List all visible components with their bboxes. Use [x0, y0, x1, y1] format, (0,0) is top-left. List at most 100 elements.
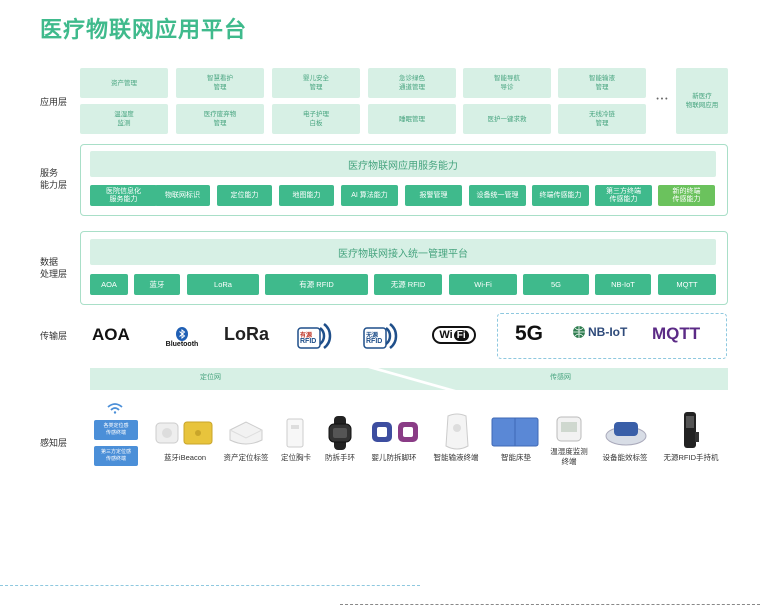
- humidity-monitor-image: [556, 416, 582, 442]
- app-box-line2: 白板: [309, 120, 323, 127]
- app-box-line1: 无线冷链: [589, 111, 615, 118]
- service-item-line2: 传感能力: [672, 195, 701, 203]
- app-box-emergency: 急诊绿色通道管理: [368, 68, 456, 98]
- layer-label-data-line1: 数据: [40, 257, 59, 267]
- service-item: 第三方终端传感能力: [595, 185, 652, 206]
- service-item-line1: 终端传感能力: [539, 191, 582, 199]
- device-caption-line2: 终端: [561, 457, 577, 466]
- device-caption-wristband: 防拆手环: [320, 453, 360, 463]
- wristband-image: [326, 416, 354, 450]
- rfid-waves-icon: [297, 323, 332, 349]
- device-caption-ibeacon: 蓝牙iBeacon: [150, 453, 220, 463]
- app-box-line1: 新医疗: [692, 93, 712, 100]
- globe-icon: [573, 326, 585, 338]
- rfid-waves-icon: [363, 323, 398, 349]
- service-item: 物联网标识: [155, 185, 210, 206]
- device-caption-line1: 智能输液终端: [433, 453, 479, 462]
- band-sensing: 传感网: [550, 374, 571, 381]
- layer-label-data-line2: 处理层: [40, 269, 68, 279]
- app-box-new: 新医疗物联网应用: [676, 68, 728, 134]
- service-item: 地图能力: [279, 185, 334, 206]
- protocol-5g: 5G: [523, 274, 589, 295]
- divider-dashed: [0, 585, 420, 586]
- protocol-mqtt: MQTT: [658, 274, 716, 295]
- smart-mattress-image: [490, 416, 540, 448]
- app-box-line2: 监测: [117, 120, 131, 127]
- service-header: 医疗物联网应用服务能力: [90, 151, 716, 177]
- protocol-aoa: AOA: [90, 274, 128, 295]
- infusion-terminal-image: [442, 412, 472, 452]
- app-box-line1: 电子护理: [303, 111, 329, 118]
- device-caption-humidity: 温湿度监测终端: [542, 447, 596, 467]
- app-box-sos: 医护一键求救: [463, 104, 551, 134]
- device-caption-line1: 温湿度监测: [550, 447, 588, 456]
- device-caption-line1: 无源RFID手持机: [663, 453, 719, 462]
- app-box-infusion: 智能输液管理: [558, 68, 646, 98]
- device-caption-rfid-handheld: 无源RFID手持机: [658, 453, 724, 463]
- asset-tag-image: [226, 418, 266, 448]
- app-box-asset: 资产管理: [80, 68, 168, 98]
- passive-rfid-logo: 无源 RFID: [362, 320, 398, 352]
- app-box-line1: 急诊绿色: [399, 75, 425, 82]
- service-item: 设备统一管理: [469, 185, 526, 206]
- app-box-line2: 管理: [213, 120, 227, 127]
- app-box-line2: 管理: [309, 84, 323, 91]
- app-box-humidity: 温湿度监测: [80, 104, 168, 134]
- protocol-passive-rfid: 无源 RFID: [374, 274, 442, 295]
- mini-box-line2: 传感终端: [105, 430, 126, 436]
- app-box-line2: 管理: [595, 120, 609, 127]
- wifi-text-w: Wi: [439, 329, 453, 341]
- layer-label-app: 应用层: [40, 97, 68, 107]
- badge-card-image: [286, 417, 304, 449]
- app-box-line1: 医疗废弃物: [203, 111, 237, 118]
- bluetooth-text: Bluetooth: [165, 340, 199, 348]
- app-box-line2: 物联网应用: [685, 102, 719, 109]
- mini-box-positioning-terminal: 各类定位感传感终端: [94, 420, 138, 440]
- protocol-lora: LoRa: [187, 274, 259, 295]
- wifi-signal-icon: [106, 401, 124, 419]
- data-header: 医疗物联网接入统一管理平台: [90, 239, 716, 265]
- service-item-line1: 物联网标识: [165, 191, 200, 199]
- app-box-line1: 婴儿安全: [303, 75, 329, 82]
- rfid-handheld-image: [680, 410, 700, 450]
- app-box-line2: 导诊: [500, 84, 514, 91]
- infant-anklet-image: [370, 418, 420, 446]
- protocol-active-rfid: 有源 RFID: [265, 274, 368, 295]
- app-box-navigation: 智能导航导诊: [463, 68, 551, 98]
- service-item: 报警管理: [405, 185, 462, 206]
- service-item: 终端传感能力: [532, 185, 589, 206]
- app-box-coldchain: 无线冷链管理: [558, 104, 646, 134]
- protocol-wifi: Wi-Fi: [449, 274, 517, 295]
- app-box-line1: 医护一键求救: [487, 115, 527, 123]
- band-positioning: 定位网: [200, 374, 221, 381]
- wifi-text-fi: Fi: [453, 329, 469, 341]
- service-item-new: 新的终端传感能力: [658, 185, 715, 206]
- app-box-line1: 智能导航: [494, 75, 520, 82]
- service-item-line1: 定位能力: [230, 191, 259, 199]
- device-caption-infusion: 智能输液终端: [428, 453, 484, 463]
- device-caption-mattress: 智能床垫: [494, 453, 538, 463]
- active-rfid-logo: 有源 RFID: [296, 320, 332, 352]
- page-title: 医疗物联网应用平台: [40, 17, 248, 42]
- app-box-line1: 资产管理: [111, 79, 137, 87]
- service-item-line2: 传感能力: [609, 195, 638, 203]
- lora-logo: LoRa: [224, 324, 269, 344]
- layer-label-transport: 传输层: [40, 331, 68, 341]
- app-box-line1: 温湿度: [114, 111, 134, 118]
- bluetooth-icon: [176, 326, 188, 341]
- protocol-bluetooth: 蓝牙: [134, 274, 180, 295]
- mqtt-logo: MQTT: [652, 324, 701, 343]
- device-caption-line1: 智能床垫: [501, 453, 531, 462]
- service-item: 定位能力: [217, 185, 272, 206]
- device-caption-energy-tag: 设备能效标签: [598, 453, 652, 463]
- layer-label-service: 服务 能力层: [40, 167, 67, 191]
- device-caption-anklet: 婴儿防拆脚环: [366, 453, 422, 463]
- app-box-line2: 通道管理: [399, 84, 425, 91]
- app-box-sleep: 睡眠管理: [368, 104, 456, 134]
- service-item-line1: 设备统一管理: [476, 191, 519, 199]
- protocol-nbiot: NB-IoT: [595, 274, 651, 295]
- wifi-logo: Wi Fi: [432, 326, 476, 344]
- service-item-line1: AI 算法能力: [351, 191, 388, 199]
- service-item-line1: 地图能力: [292, 191, 321, 199]
- app-box-infant: 婴儿安全管理: [272, 68, 360, 98]
